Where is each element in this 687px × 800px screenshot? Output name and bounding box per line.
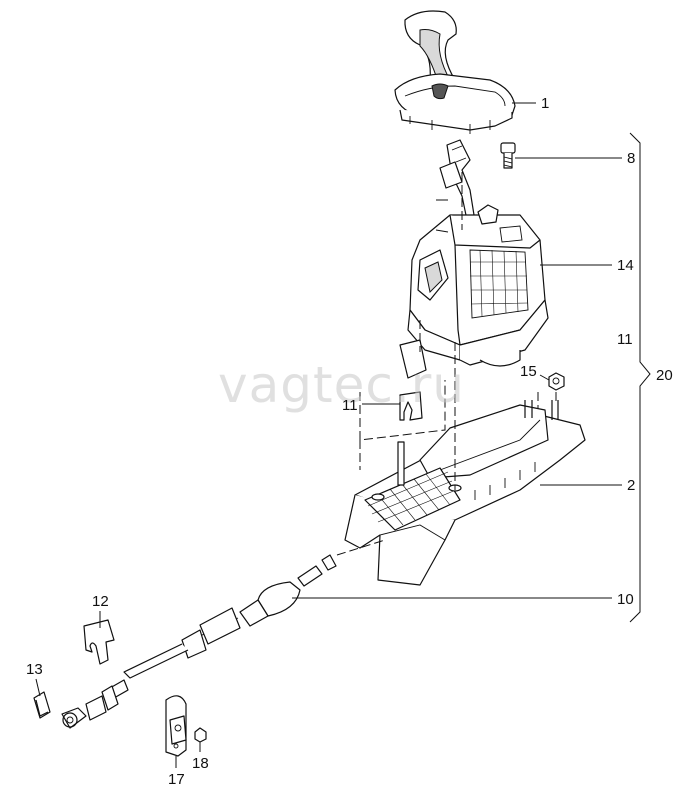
small-nut — [194, 727, 207, 743]
callout-8: 8 — [627, 150, 635, 167]
assembly-guide-lines — [336, 172, 557, 556]
callout-12: 12 — [92, 593, 109, 610]
callout-15: 15 — [520, 363, 537, 380]
callout-17: 17 — [168, 771, 185, 788]
nut — [548, 372, 565, 391]
callout-18: 18 — [192, 755, 209, 772]
gear-knob-and-boot — [394, 10, 516, 134]
clip — [399, 391, 423, 421]
callout-11-right: 11 — [617, 331, 633, 348]
callout-20: 20 — [656, 367, 673, 384]
gearshift-mechanism — [399, 199, 549, 379]
callout-14: 14 — [617, 257, 634, 274]
mounting-bracket — [165, 695, 187, 757]
selector-cable — [61, 554, 337, 729]
callout-11-left: 11 — [342, 397, 358, 414]
watermark: vagtec.ru — [218, 356, 465, 414]
console-base-bracket — [344, 400, 586, 586]
retaining-clip — [83, 619, 115, 665]
callout-1: 1 — [541, 95, 549, 112]
screw — [500, 142, 516, 169]
bracket-clip — [33, 691, 51, 719]
callout-13: 13 — [26, 661, 43, 678]
callout-10: 10 — [617, 591, 634, 608]
callout-2: 2 — [627, 477, 635, 494]
leader-lines — [35, 102, 651, 768]
